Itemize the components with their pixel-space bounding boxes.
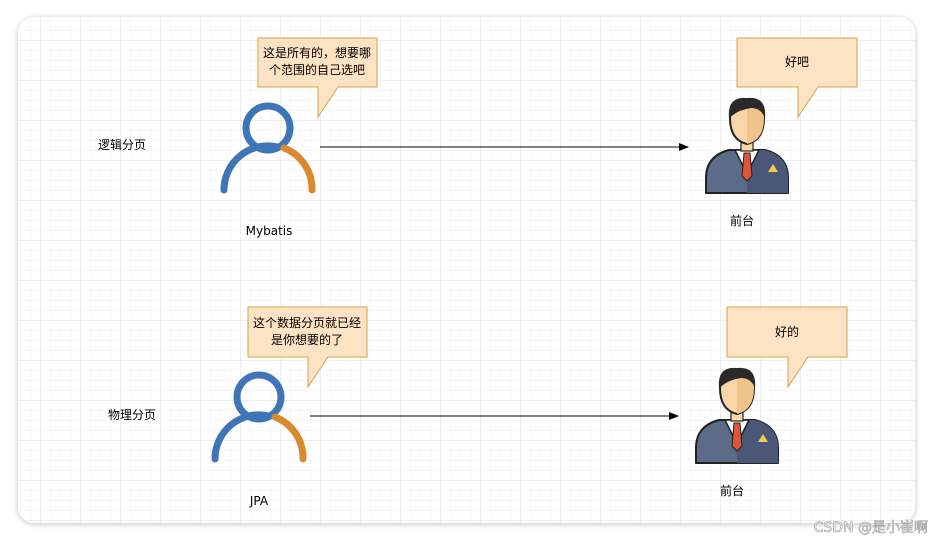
actor-name: Mybatis [246, 224, 293, 238]
row-label: 逻辑分页 [98, 138, 146, 152]
receiver-bubble-text: 好的 [775, 324, 799, 339]
actor-speech-bubble: 这是所有的，想要哪 个范围的自己选吧 [257, 37, 378, 119]
user-person-icon [211, 371, 307, 463]
businessman-avatar-icon [705, 97, 789, 194]
row-label: 物理分页 [108, 408, 156, 422]
receiver-name: 前台 [730, 213, 754, 228]
row-physical-paging: 物理分页 这个数据分页就已经 是你想要的了 JPA 好的 前台 [108, 306, 848, 508]
receiver-speech-bubble: 好的 [726, 306, 848, 389]
watermark-text: CSDN @是小崔啊 [814, 520, 928, 536]
businessman-avatar-icon [695, 367, 779, 464]
bubble-line-1: 这个数据分页就已经 [253, 315, 361, 330]
grid-background [18, 17, 915, 523]
bubble-line-2: 是你想要的了 [271, 332, 343, 347]
receiver-bubble-text: 好吧 [785, 55, 809, 69]
receiver-name: 前台 [720, 483, 744, 498]
user-person-icon [220, 102, 316, 194]
bubble-line-2: 个范围的自己选吧 [269, 62, 365, 77]
actor-name: JPA [249, 494, 269, 508]
row-logical-paging: 逻辑分页 这是所有的，想要哪 个范围的自己选吧 Mybatis 好吧 前台 [98, 37, 858, 238]
bubble-line-1: 这是所有的，想要哪 [263, 45, 371, 60]
actor-speech-bubble: 这个数据分页就已经 是你想要的了 [247, 306, 368, 389]
receiver-speech-bubble: 好吧 [736, 37, 858, 119]
